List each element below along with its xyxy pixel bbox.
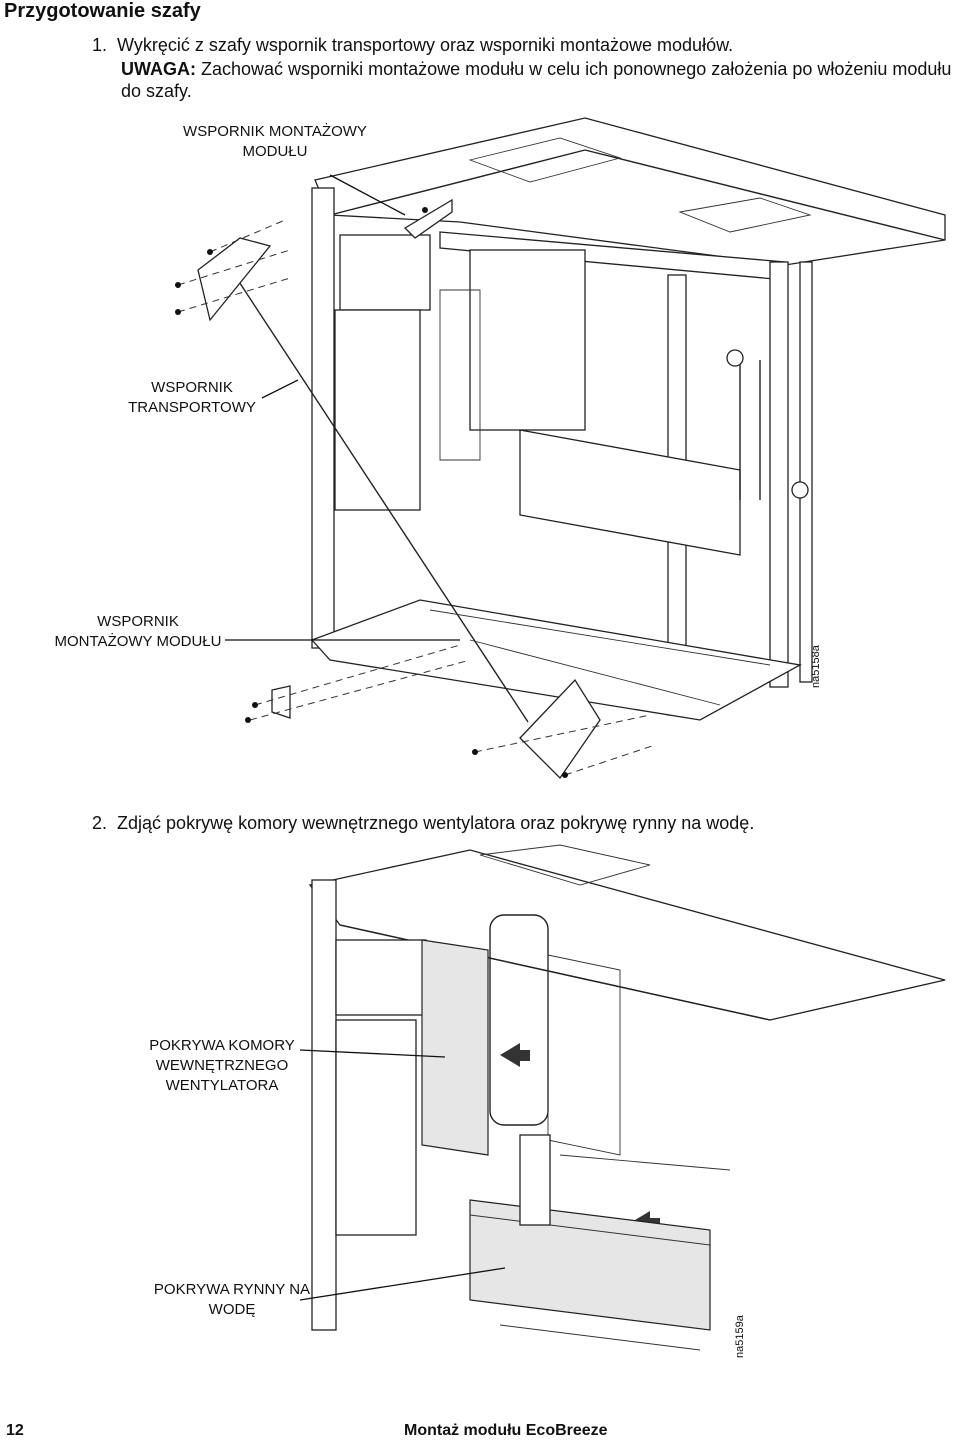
page-title: Przygotowanie szafy [4,0,201,22]
callout-water-gutter-cover: POKRYWA RYNNY NA WODĘ [153,1281,311,1318]
step-text: Wykręcić z szafy wspornik transportowy o… [117,35,734,55]
figure-1-id: na5158a [810,645,822,688]
step-2: 2. Zdjąć pokrywę komory wewnętrznego wen… [92,812,754,834]
note-text: Zachować wsporniki montażowe modułu w ce… [121,59,952,101]
page-number: 12 [6,1422,24,1439]
step-number: 1. [92,35,108,55]
callout-module-mount-bracket-top: WSPORNIK MONTAŻOWY MODUŁU [183,123,367,160]
figure-2-drawing [299,844,946,1351]
callout-transport-bracket: WSPORNIK TRANSPORTOWY [128,379,256,416]
step-text: Zdjąć pokrywę komory wewnętrznego wentyl… [117,813,755,833]
note-label: UWAGA: [121,59,196,79]
figure-2-id: na5159a [734,1315,746,1358]
callout-internal-blower-chamber-cover: POKRYWA KOMORY WEWNĘTRZNEGO WENTYLATORA [149,1037,295,1094]
step-number: 2. [92,813,108,833]
callout-module-mount-bracket-bottom: WSPORNIK MONTAŻOWY MODUŁU [54,613,222,650]
figure-1-drawing [175,117,946,780]
step-1-note: UWAGA: Zachować wsporniki montażowe modu… [121,58,960,102]
step-1: 1. Wykręcić z szafy wspornik transportow… [92,34,733,56]
footer-doc-title: Montaż modułu EcoBreeze [404,1422,608,1439]
